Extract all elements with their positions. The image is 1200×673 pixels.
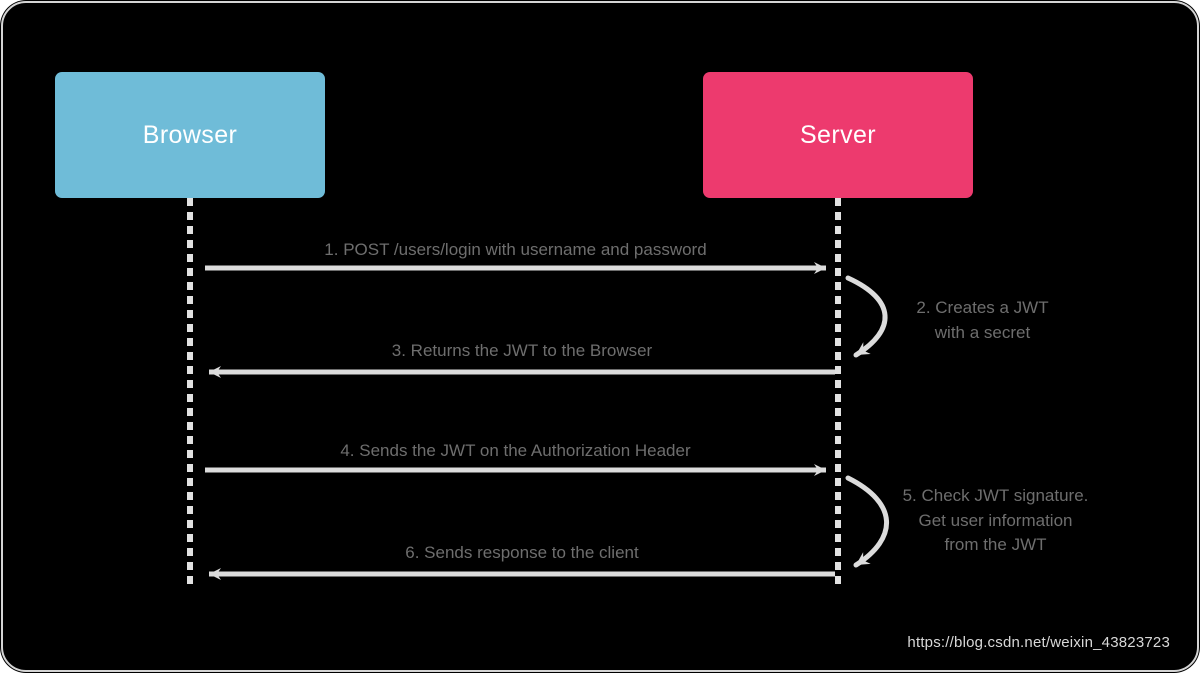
watermark-url: https://blog.csdn.net/weixin_43823723 xyxy=(907,634,1170,651)
note-2-line-1: 2. Creates a JWT xyxy=(916,298,1049,317)
actor-label-server: Server xyxy=(799,120,877,149)
note-label-2: 2. Creates a JWT with a secret xyxy=(890,296,1075,345)
message-label-6: 6. Sends response to the client xyxy=(405,543,639,562)
note-5-line-2: Get user information xyxy=(918,510,1073,530)
note-2-line-2: with a secret xyxy=(934,322,1031,342)
message-label-4: 4. Sends the JWT on the Authorization He… xyxy=(340,441,691,460)
lifeline-browser xyxy=(187,198,193,588)
actor-box-browser: Browser xyxy=(55,72,325,198)
arrow-note-2 xyxy=(845,275,888,358)
message-label-3: 3. Returns the JWT to the Browser xyxy=(391,341,653,360)
note-label-5: 5. Check JWT signature. Get user informa… xyxy=(888,484,1103,558)
note-5-line-1: 5. Check JWT signature. xyxy=(902,486,1089,505)
arrow-note-5 xyxy=(845,475,889,568)
actor-box-server: Server xyxy=(703,72,973,198)
actor-label-browser: Browser xyxy=(142,120,238,149)
lifeline-server xyxy=(835,198,841,588)
message-label-1: 1. POST /users/login with username and p… xyxy=(324,240,707,259)
note-5-line-3: from the JWT xyxy=(944,535,1047,555)
